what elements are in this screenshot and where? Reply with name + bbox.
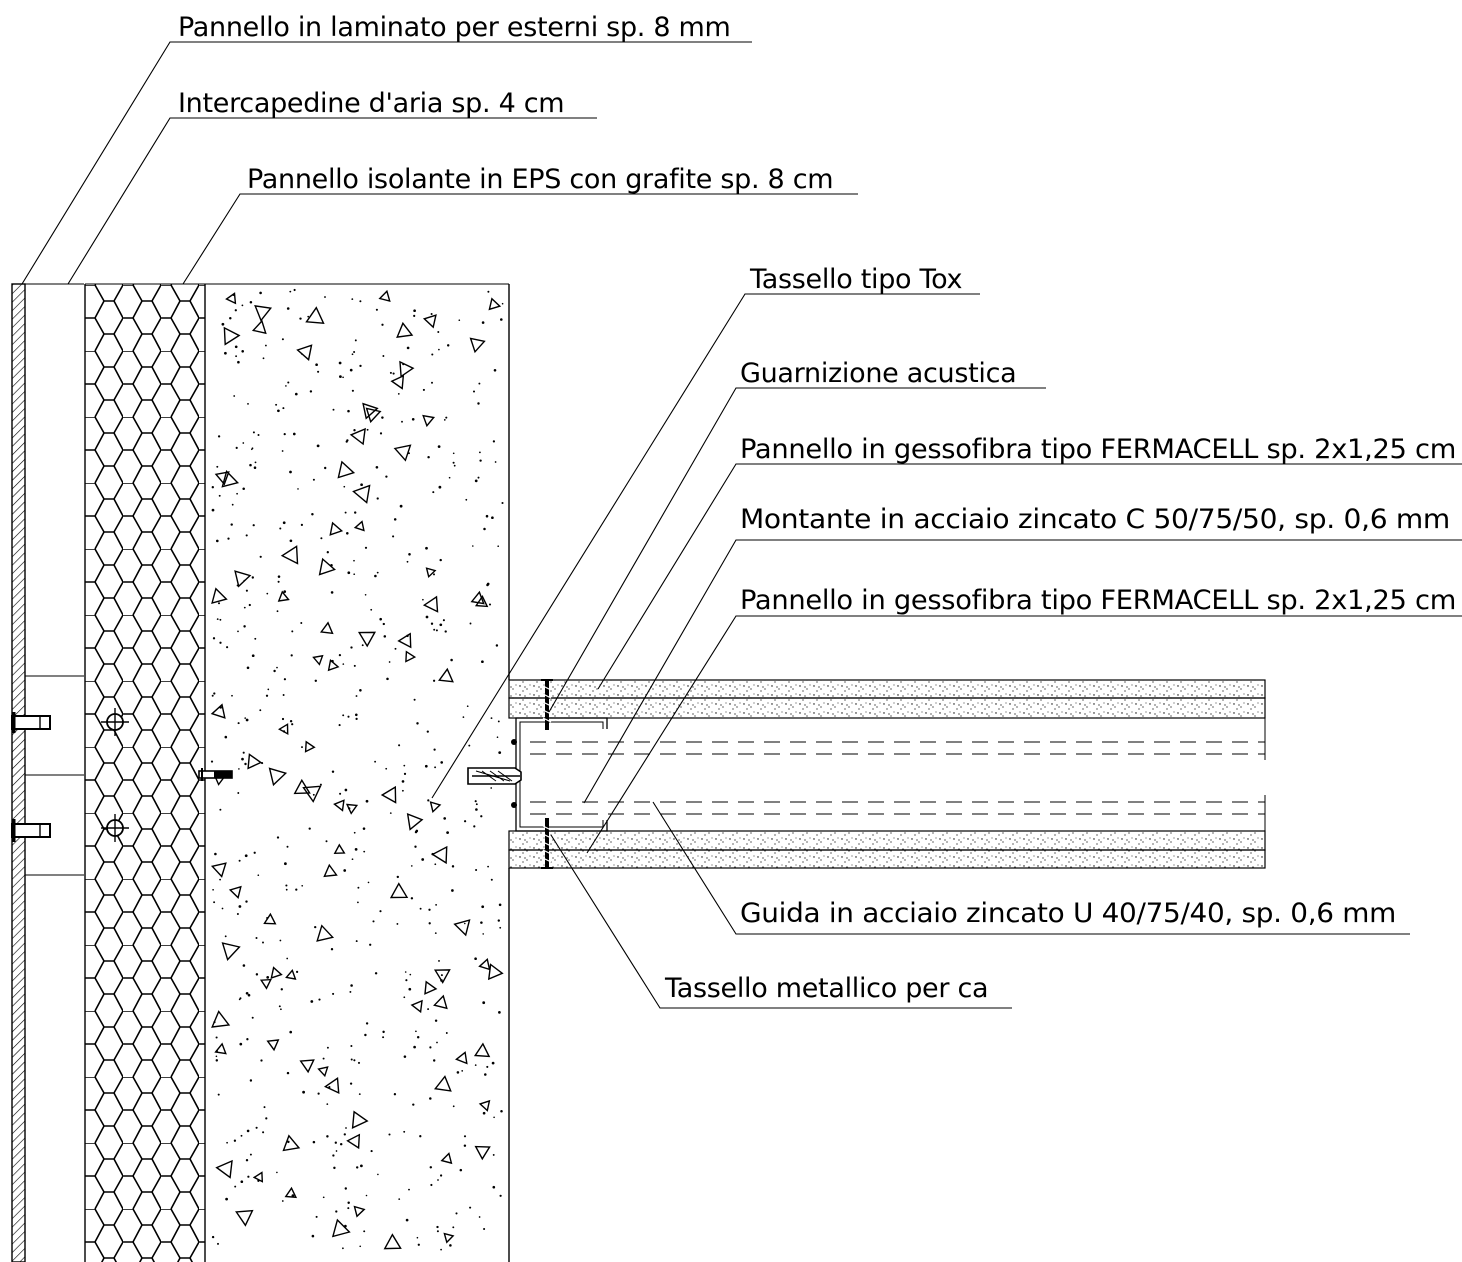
gypsum-screw-lower (541, 818, 553, 869)
tox-anchor-plug (467, 767, 522, 785)
label-acoustic-gasket: Guarnizione acustica (740, 358, 1016, 389)
annotation-labels: Pannello in laminato per esterni sp. 8 m… (178, 12, 1456, 1004)
concrete-aggregate (210, 288, 504, 1251)
air-gap-layer (25, 283, 84, 876)
leader-lines (21, 41, 1462, 1009)
partition-wall (508, 679, 1266, 869)
label-steel-stud: Montante in acciaio zincato C 50/75/50, … (740, 504, 1450, 535)
label-laminate-panel: Pannello in laminato per esterni sp. 8 m… (178, 12, 731, 43)
laminate-panel-layer (11, 283, 26, 1262)
facade-bracket-lower (11, 819, 51, 842)
label-tox-anchor: Tassello tipo Tox (749, 264, 963, 295)
concrete-wall (205, 283, 510, 1262)
label-gypsum-panel-lower: Pannello in gessofibra tipo FERMACELL sp… (740, 585, 1456, 616)
gypsum-screw-upper (541, 679, 553, 730)
label-steel-track: Guida in acciaio zincato U 40/75/40, sp.… (740, 898, 1396, 929)
wall-anchor-bolt (198, 768, 233, 781)
eps-insulation-layer (84, 283, 206, 1262)
insulation-fixing-lower (101, 814, 129, 842)
label-metal-anchor: Tassello metallico per ca (664, 973, 988, 1004)
label-gypsum-panel-upper: Pannello in gessofibra tipo FERMACELL sp… (740, 434, 1456, 465)
insulation-fixing-upper (101, 708, 129, 736)
label-eps-panel: Pannello isolante in EPS con grafite sp.… (247, 164, 833, 195)
label-air-gap: Intercapedine d'aria sp. 4 cm (178, 88, 564, 119)
facade-bracket-upper (11, 712, 51, 733)
